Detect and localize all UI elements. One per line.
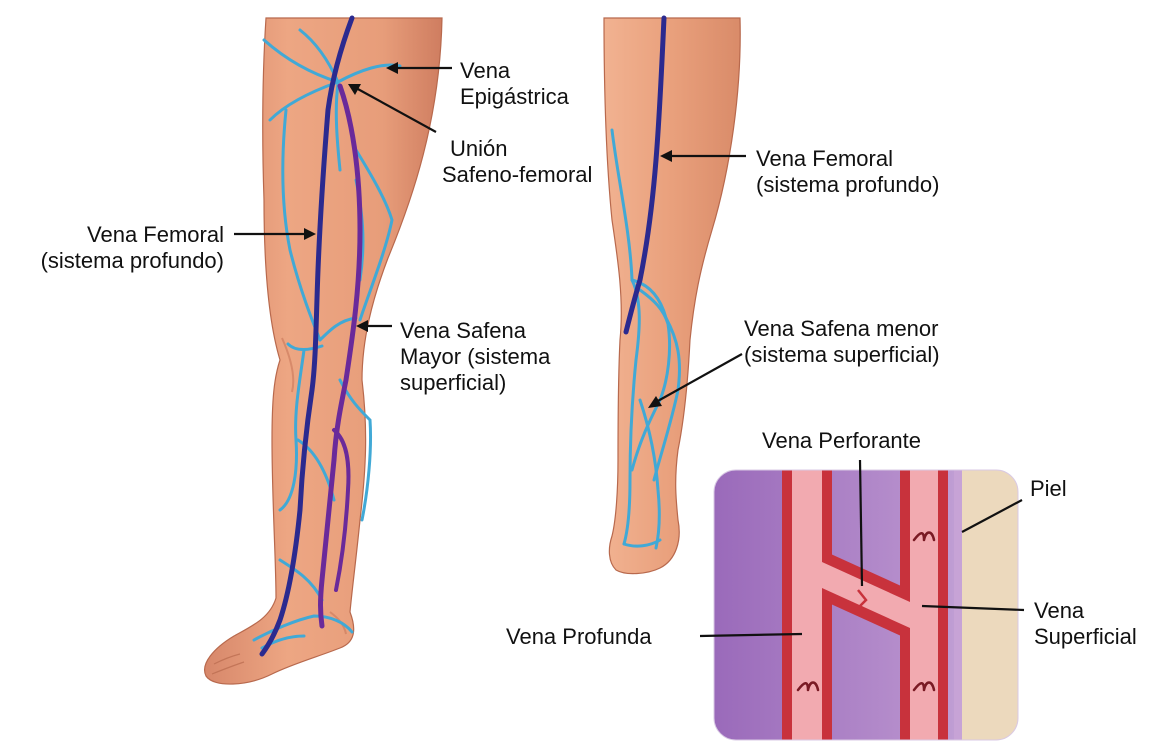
label-vena-epigastrica-line1: Vena xyxy=(460,58,569,84)
label-vena-femoral-right: Vena Femoral (sistema profundo) xyxy=(756,146,939,198)
label-vena-profunda: Vena Profunda xyxy=(506,624,652,650)
label-piel-line1: Piel xyxy=(1030,476,1067,502)
label-superficial-line2: Superficial xyxy=(1034,624,1137,650)
label-safena-mayor-line1: Vena Safena xyxy=(400,318,550,344)
label-piel: Piel xyxy=(1030,476,1067,502)
label-profunda-line1: Vena Profunda xyxy=(506,624,652,650)
label-vena-superficial: Vena Superficial xyxy=(1034,598,1137,650)
label-vena-safena-mayor: Vena Safena Mayor (sistema superficial) xyxy=(400,318,550,396)
inset-skin-edge xyxy=(954,470,962,740)
label-safena-menor-line2: (sistema superficial) xyxy=(744,342,940,368)
label-union-line1: Unión xyxy=(442,136,592,162)
label-vena-safena-menor: Vena Safena menor (sistema superficial) xyxy=(744,316,940,368)
label-union-line2: Safeno-femoral xyxy=(442,162,592,188)
label-vena-epigastrica: Vena Epigástrica xyxy=(460,58,569,110)
label-femoral-left-line2: (sistema profundo) xyxy=(10,248,224,274)
label-perforante-line1: Vena Perforante xyxy=(762,428,921,454)
label-superficial-line1: Vena xyxy=(1034,598,1137,624)
label-vena-epigastrica-line2: Epigástrica xyxy=(460,84,569,110)
label-safena-mayor-line3: superficial) xyxy=(400,370,550,396)
label-vena-femoral-left: Vena Femoral (sistema profundo) xyxy=(10,222,224,274)
label-femoral-right-line1: Vena Femoral xyxy=(756,146,939,172)
label-safena-menor-line1: Vena Safena menor xyxy=(744,316,940,342)
label-union-safeno-femoral: Unión Safeno-femoral xyxy=(442,136,592,188)
inset-skin-layer xyxy=(960,470,1020,740)
label-safena-mayor-line2: Mayor (sistema xyxy=(400,344,550,370)
label-femoral-right-line2: (sistema profundo) xyxy=(756,172,939,198)
inset-vein-cross-section xyxy=(714,460,1020,742)
label-femoral-left-line1: Vena Femoral xyxy=(10,222,224,248)
label-vena-perforante: Vena Perforante xyxy=(762,428,921,454)
